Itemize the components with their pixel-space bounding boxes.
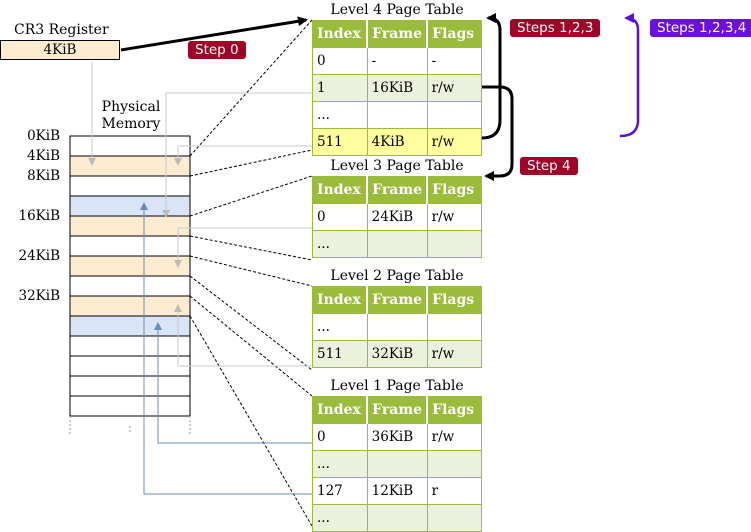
index-header: Index bbox=[312, 176, 369, 204]
index-cell: ... bbox=[312, 101, 368, 129]
table-row: 0 36KiB r/w bbox=[312, 423, 483, 451]
flags-cell bbox=[426, 101, 483, 129]
flags-header: Flags bbox=[426, 176, 483, 204]
step0-arrow bbox=[120, 16, 308, 52]
index-cell: 511 bbox=[312, 340, 368, 368]
table-row: 511 32KiB r/w bbox=[312, 340, 483, 368]
frame-header: Frame bbox=[366, 286, 429, 314]
index-cell: 127 bbox=[312, 477, 368, 505]
index-cell: 511 bbox=[312, 128, 368, 156]
table-row: 0 24KiB r/w bbox=[312, 203, 483, 231]
frame-cell bbox=[366, 450, 428, 478]
frame-cell: 36KiB bbox=[366, 423, 428, 451]
level1-page-table: Index Frame Flags 0 36KiB r/w ... 127 12… bbox=[312, 396, 483, 532]
address-label: 16KiB bbox=[18, 208, 60, 224]
frame-cell: 16KiB bbox=[366, 74, 428, 102]
table-row: ... bbox=[312, 230, 483, 258]
physical-memory-block bbox=[69, 135, 191, 436]
cr3-register-title: CR3 Register bbox=[14, 22, 109, 38]
frame-cell bbox=[366, 313, 428, 341]
level3-page-table: Index Frame Flags 0 24KiB r/w ... bbox=[312, 176, 483, 258]
flags-header: Flags bbox=[426, 396, 483, 424]
index-cell: 0 bbox=[312, 423, 368, 451]
flags-cell: r/w bbox=[426, 203, 483, 231]
index-cell: 1 bbox=[312, 74, 368, 102]
flags-cell: r/w bbox=[426, 74, 483, 102]
index-header: Index bbox=[312, 396, 369, 424]
address-label: 0KiB bbox=[27, 128, 60, 144]
index-header: Index bbox=[312, 20, 369, 48]
frame-cell: 32KiB bbox=[366, 340, 428, 368]
steps1234-arrow bbox=[619, 13, 640, 138]
flags-header: Flags bbox=[426, 20, 483, 48]
frame-cell: 24KiB bbox=[366, 203, 428, 231]
table-row: ... bbox=[312, 450, 483, 478]
table-row: ... bbox=[312, 504, 483, 532]
frame-mapping-lines bbox=[189, 19, 313, 527]
flags-header: Flags bbox=[426, 286, 483, 314]
level2-table-title: Level 2 Page Table bbox=[330, 268, 464, 284]
address-label: 24KiB bbox=[18, 248, 60, 264]
index-cell: 0 bbox=[312, 47, 368, 75]
index-cell: ... bbox=[312, 504, 368, 532]
flags-cell: r/w bbox=[426, 128, 483, 156]
address-label: 8KiB bbox=[27, 168, 60, 184]
table-header-row: Index Frame Flags bbox=[312, 286, 483, 314]
frame-cell bbox=[366, 230, 428, 258]
table-row: 127 12KiB r bbox=[312, 477, 483, 505]
table-row: ... bbox=[312, 313, 483, 341]
table-row: 511 4KiB r/w bbox=[312, 128, 483, 156]
steps1234-badge: Steps 1,2,3,4 bbox=[650, 19, 751, 37]
flags-cell bbox=[426, 313, 483, 341]
index-cell: ... bbox=[312, 230, 368, 258]
flags-cell: - bbox=[426, 47, 483, 75]
level3-table-title: Level 3 Page Table bbox=[330, 158, 464, 174]
step4-badge: Step 4 bbox=[520, 157, 578, 175]
table-header-row: Index Frame Flags bbox=[312, 20, 483, 48]
flags-cell bbox=[426, 504, 483, 532]
steps123-arrow bbox=[481, 13, 502, 140]
entry-to-frame-blue-lines bbox=[140, 202, 312, 495]
frame-cell: - bbox=[366, 47, 428, 75]
address-label: 4KiB bbox=[27, 148, 60, 164]
level4-table-title: Level 4 Page Table bbox=[330, 2, 464, 18]
frame-cell: 12KiB bbox=[366, 477, 428, 505]
frame-header: Frame bbox=[366, 176, 429, 204]
frame-cell bbox=[366, 101, 428, 129]
steps123-badge: Steps 1,2,3 bbox=[510, 19, 601, 37]
frame-header: Frame bbox=[366, 20, 429, 48]
level1-table-title: Level 1 Page Table bbox=[330, 378, 464, 394]
flags-cell: r/w bbox=[426, 340, 483, 368]
level2-page-table: Index Frame Flags ... 511 32KiB r/w bbox=[312, 286, 483, 368]
index-cell: ... bbox=[312, 313, 368, 341]
physical-memory-title: Physical Memory bbox=[101, 99, 161, 132]
frame-header: Frame bbox=[366, 396, 429, 424]
flags-cell: r/w bbox=[426, 423, 483, 451]
address-label: 32KiB bbox=[18, 288, 60, 304]
entry-to-frame-gray-lines bbox=[88, 62, 312, 367]
index-cell: 0 bbox=[312, 203, 368, 231]
level4-page-table: Index Frame Flags 0 - - 1 16KiB r/w ... … bbox=[312, 20, 483, 156]
table-header-row: Index Frame Flags bbox=[312, 176, 483, 204]
cr3-register-value: 4KiB bbox=[0, 40, 120, 60]
step4-arrow bbox=[482, 85, 514, 181]
index-cell: ... bbox=[312, 450, 368, 478]
step0-badge: Step 0 bbox=[188, 41, 246, 59]
frame-cell: 4KiB bbox=[366, 128, 428, 156]
table-row: 0 - - bbox=[312, 47, 483, 75]
flags-cell bbox=[426, 230, 483, 258]
table-row: ... bbox=[312, 101, 483, 129]
table-row: 1 16KiB r/w bbox=[312, 74, 483, 102]
index-header: Index bbox=[312, 286, 369, 314]
table-header-row: Index Frame Flags bbox=[312, 396, 483, 424]
frame-cell bbox=[366, 504, 428, 532]
flags-cell bbox=[426, 450, 483, 478]
flags-cell: r bbox=[426, 477, 483, 505]
